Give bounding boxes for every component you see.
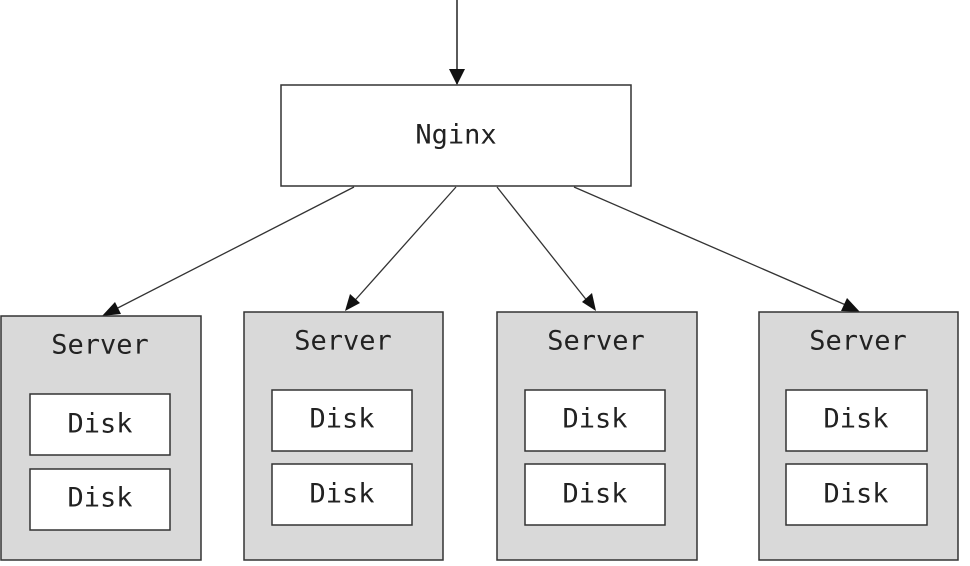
arrowhead-server-2 (345, 294, 360, 311)
disk-label: Disk (823, 404, 888, 435)
disk-box (785, 463, 928, 526)
disk-label: Disk (309, 404, 374, 435)
disk-box (29, 393, 171, 456)
arrowhead-server-4 (841, 298, 860, 312)
server-node-4: Server Disk Disk (758, 311, 959, 561)
server-node-3: Server Disk Disk (496, 311, 698, 561)
connection-server-3 (496, 186, 593, 308)
disk-label: Disk (562, 404, 627, 435)
disk-label: Disk (309, 479, 374, 510)
nginx-label: Nginx (415, 120, 496, 151)
incoming-arrowhead (449, 69, 465, 85)
server-node-2: Server Disk Disk (243, 311, 444, 561)
disk-label: Disk (67, 483, 132, 514)
disk-box (785, 389, 928, 452)
disk-label: Disk (67, 409, 132, 440)
disk-label: Disk (562, 479, 627, 510)
disk-box (524, 389, 666, 452)
connection-server-4 (573, 186, 856, 310)
disk-box (271, 389, 413, 452)
server-label: Server (51, 330, 149, 361)
disk-box (271, 463, 413, 526)
disk-label: Disk (823, 479, 888, 510)
server-node-1: Server Disk Disk (0, 315, 202, 561)
server-label: Server (294, 326, 392, 357)
connection-server-2 (348, 186, 457, 308)
nginx-node: Nginx (280, 84, 632, 187)
connections (102, 186, 860, 316)
disk-box (29, 468, 171, 531)
disk-box (524, 463, 666, 526)
connection-server-1 (107, 186, 355, 314)
server-label: Server (809, 326, 907, 357)
nginx-box (280, 84, 632, 187)
arrowhead-server-1 (102, 302, 121, 316)
server-label: Server (547, 326, 645, 357)
arrowhead-server-3 (582, 293, 596, 311)
